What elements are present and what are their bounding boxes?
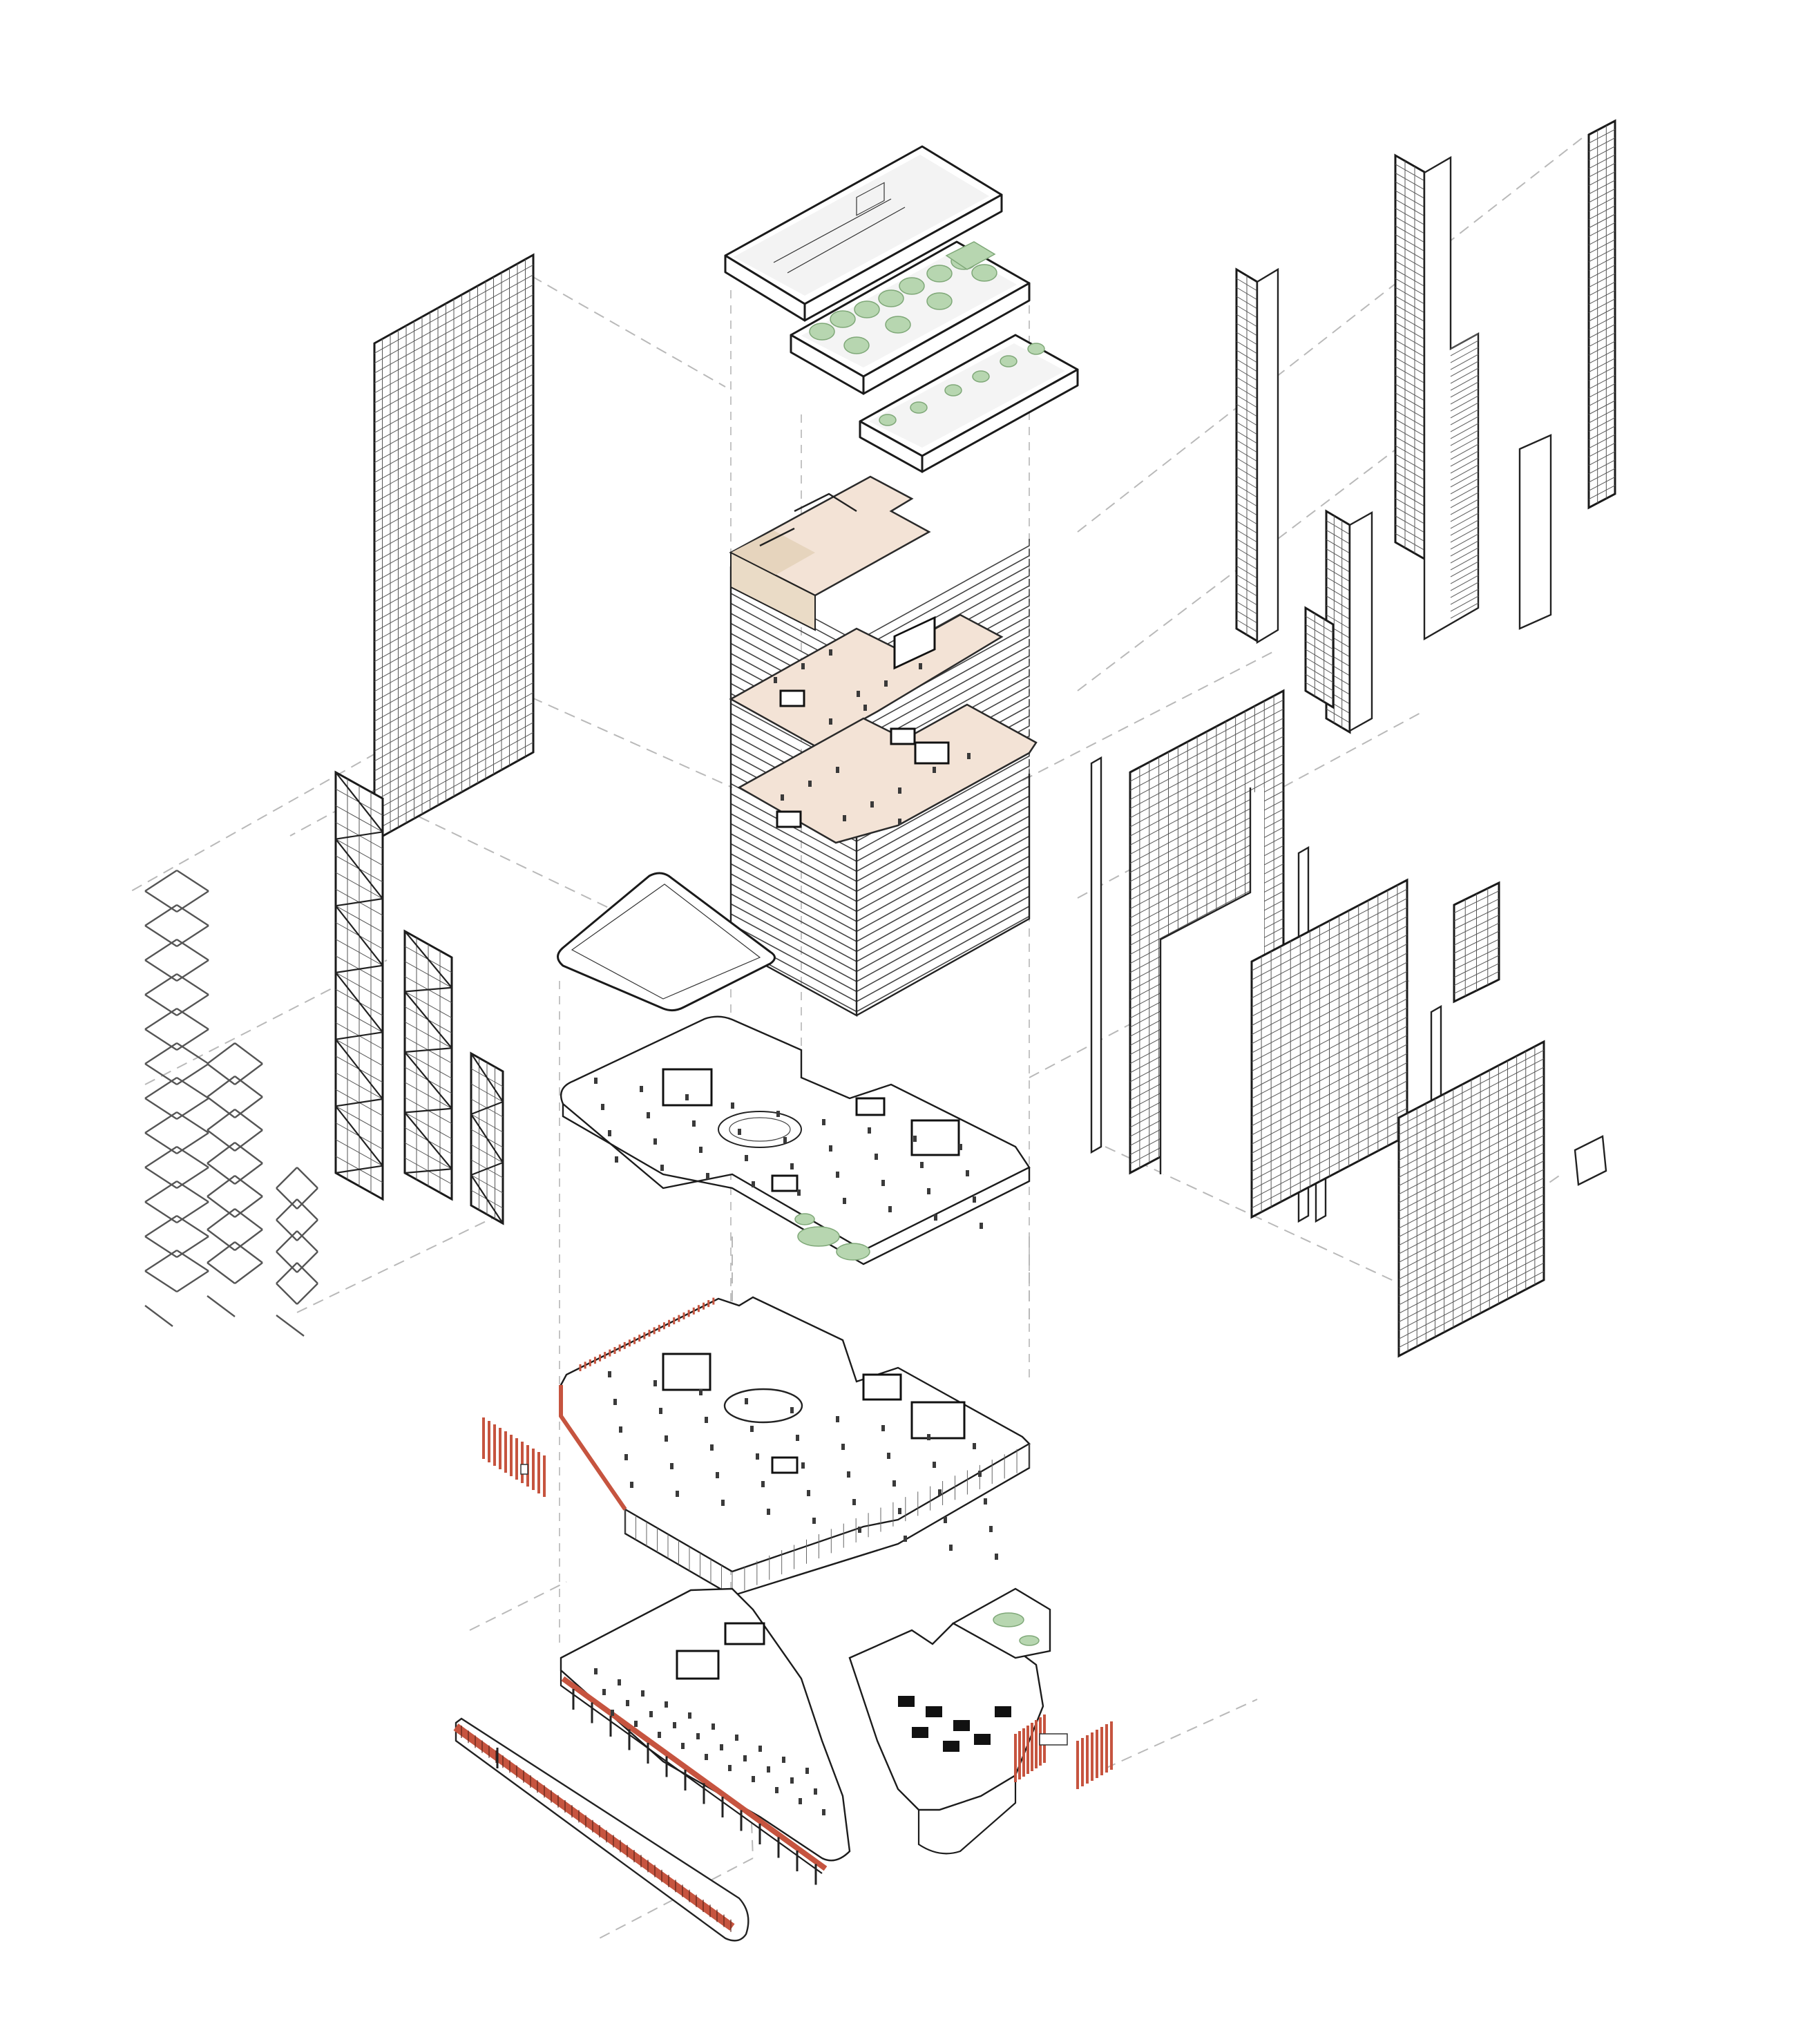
east-facade-panels (1090, 689, 1607, 1358)
roof-terrace-level (859, 334, 1079, 473)
east-panel-large (1129, 689, 1285, 1175)
west-curtain-wall (373, 253, 535, 843)
podium-upper-floor (560, 1015, 1031, 1265)
tower-strip-5 (1587, 119, 1616, 510)
braced-frame-3 (470, 1051, 504, 1225)
braced-frame-2 (403, 929, 453, 1201)
red-fin-screen-west (482, 1417, 546, 1497)
roof-plant-level (724, 145, 1003, 322)
west-braced-frames (334, 770, 504, 1225)
west-curtain-wall-panel (373, 253, 535, 843)
east-panel-small (1453, 881, 1500, 1004)
tower-strip-1 (1235, 267, 1259, 643)
diagrid-screen-3 (276, 1167, 318, 1337)
roof-garden-level (790, 240, 1031, 395)
diagrid-screen-1 (144, 869, 209, 1327)
tower-strip-3 (1304, 606, 1335, 709)
diagrid-screens (144, 869, 318, 1337)
red-fin-screen-east (1076, 1721, 1113, 1789)
tower-strip-4 (1394, 153, 1426, 561)
red-fin-screens (482, 1417, 1113, 1789)
east-panel-lower (1397, 1040, 1545, 1358)
braced-frame-1 (334, 770, 384, 1201)
diagrid-screen-2 (207, 1042, 263, 1317)
ground-curved-facade (453, 1717, 749, 1942)
tower-elevation-strips (1235, 119, 1616, 734)
podium-main-floor (559, 1296, 1031, 1597)
ground-floor (560, 1587, 1051, 1885)
tower-floor-stack (729, 475, 1038, 1018)
podium-roof-canopy (557, 872, 776, 1012)
